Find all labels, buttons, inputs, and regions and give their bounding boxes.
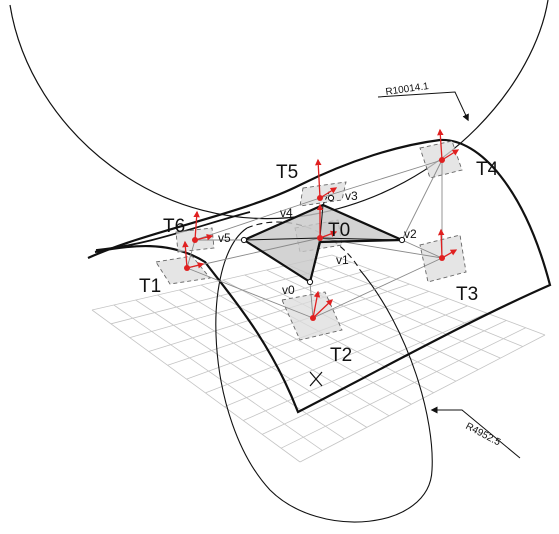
small-radius-label: R4952.5: [464, 421, 503, 449]
grid-line: [157, 294, 368, 428]
grid-line: [331, 254, 546, 336]
grid-line: [200, 284, 412, 405]
normal-arrow-t3: [437, 228, 445, 259]
label-t5: T5: [276, 162, 298, 183]
label-t0: T0: [328, 220, 350, 241]
grid-line: [91, 309, 301, 463]
normal-origins: [184, 157, 445, 321]
surface-edge-secondary: [95, 211, 251, 251]
grid-line: [266, 269, 479, 370]
label-t4: T4: [476, 159, 499, 180]
ellipse-center-mark: [309, 371, 323, 387]
dimension-leaders: [377, 91, 521, 459]
grid-line: [299, 334, 546, 463]
large-radius-circle: [9, 0, 549, 220]
normal-arrow-t1: [182, 240, 189, 269]
small-radius-leader: [430, 406, 521, 459]
normal-arrow-t2: [312, 290, 321, 319]
normal-arrow-t5: [315, 158, 322, 199]
grid-line: [244, 274, 457, 382]
tangent-plane-t1: [155, 255, 211, 285]
grid-line: [135, 299, 345, 440]
normal-arrow-t6: [193, 210, 200, 241]
normal-arrow-t4: [437, 128, 444, 161]
small-radius-ellipse: [215, 227, 433, 523]
label-t3: T3: [456, 284, 478, 305]
large-radius-leader: [377, 91, 469, 122]
label-v4: v4: [280, 206, 293, 220]
label-v3: v3: [345, 189, 358, 203]
central-fan-fill: [244, 205, 402, 282]
grid-line: [167, 283, 410, 366]
label-t2: T2: [330, 345, 352, 366]
grid-line: [113, 304, 323, 451]
grid-line: [148, 276, 391, 352]
label-v1: v1: [336, 253, 349, 267]
label-v5: v5: [218, 231, 231, 245]
grid-line: [280, 327, 526, 449]
label-t6: T6: [163, 216, 185, 237]
surface-patch: [87, 138, 552, 414]
small-radius-ellipse-hidden: [246, 221, 361, 271]
grid-line: [310, 259, 523, 347]
grid-line: [222, 279, 434, 394]
grid-line: [179, 289, 390, 417]
grid-line: [262, 320, 507, 435]
grid-line: [243, 312, 488, 421]
label-t1: T1: [139, 276, 161, 297]
label-v2: v2: [404, 227, 417, 241]
grid-line: [205, 298, 449, 394]
grid-line: [224, 305, 468, 408]
grid-line: [288, 264, 501, 359]
grid-line: [129, 269, 371, 339]
label-v0: v0: [282, 283, 295, 297]
vertex-markers: [240, 194, 406, 286]
